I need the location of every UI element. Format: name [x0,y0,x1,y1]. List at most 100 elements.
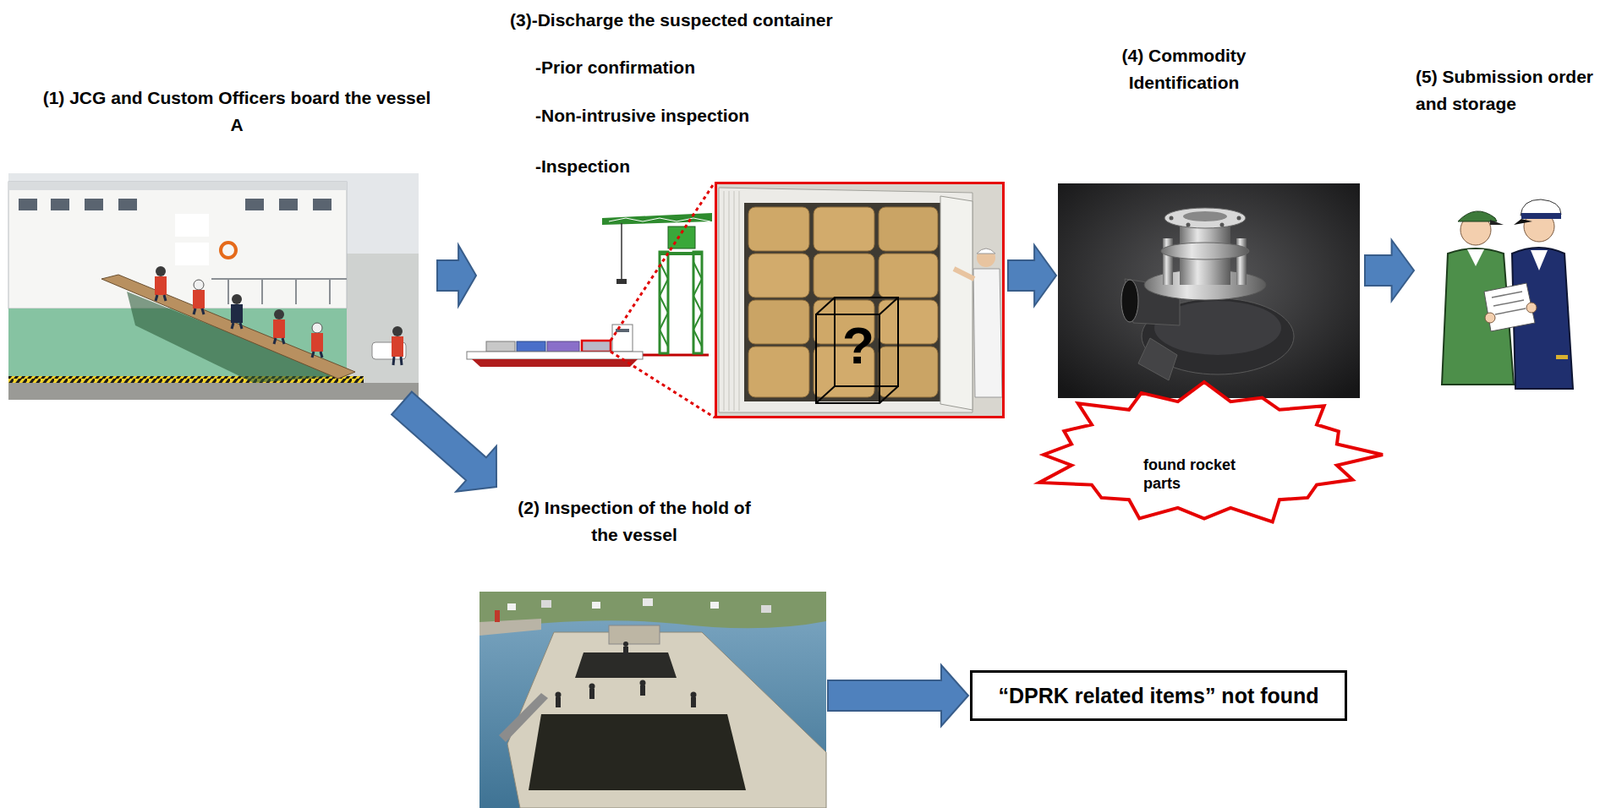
boarding-photo [273,309,285,320]
container-photo [813,207,875,252]
result-box: “DPRK related items” not found [969,670,1348,722]
container-ship-icon [610,351,715,418]
rocket-part-photo [1057,183,1360,399]
starburst-outline [1039,382,1383,523]
boarding-photo [154,276,167,296]
vessel-hold-photo [608,625,660,645]
boarding-photo [154,266,404,366]
rocket-part-photo [1186,223,1191,228]
rocket-part-photo [1183,211,1228,222]
container-photo [748,253,810,298]
vessel-hold-photo [494,610,500,623]
vessel-hold-photo [498,693,548,743]
boarding-photo [312,351,314,358]
container-photo [816,297,835,315]
vessel-hold-photo [589,684,596,691]
container-photo [879,297,899,315]
container-photo [716,183,1004,418]
officers-clipart [1441,199,1573,390]
container-photo [878,253,938,298]
boarding-photo [50,198,70,211]
callout-text: found rocket parts [1143,456,1245,494]
container-ship-icon [602,213,713,225]
container-ship-icon [620,223,623,280]
vessel-hold-photo [479,591,827,808]
label-holder: ? [832,319,884,373]
vessel-hold-photo [591,602,601,609]
question-mark: ? [832,319,884,373]
vessel-hold-photo [575,652,677,679]
container-ship-icon [471,359,638,368]
boarding-photo [220,242,236,258]
boarding-photo [230,304,243,324]
officers-clipart [1457,211,1497,222]
boarding-photo [279,198,298,211]
officers-clipart [1556,355,1568,360]
bullet-text: -Prior confirmation [535,54,874,82]
boarding-photo [311,333,324,352]
boarding-photo [192,290,205,309]
container-photo [878,346,938,398]
boarding-photo [101,274,356,379]
vessel-hold-photo [623,646,629,656]
block-arrow [827,665,969,727]
boarding-photo [193,308,196,315]
step-panel: (3)-Discharge the suspected container-Pr… [477,4,1007,419]
boarding-photo [227,279,230,305]
container-photo [953,268,975,280]
boarding-photo [155,266,166,277]
container-photo [714,181,1005,419]
block-arrow [437,245,477,307]
starburst-callout: found rocket parts [1020,377,1388,531]
container-ship-icon [466,182,715,418]
vessel-hold-photo [528,714,746,791]
container-ship-icon [615,328,630,333]
boarding-photo [392,326,403,337]
boarding-photo [8,173,419,400]
officers-clipart [1521,213,1562,220]
rocket-part-photo [1057,183,1360,399]
container-photo [878,207,938,252]
rocket-part-photo [1121,279,1139,323]
result-text: “DPRK related items” not found [997,683,1320,709]
container-photo [879,386,899,404]
officers-clipart [1490,219,1504,225]
step-heading: (2) Inspection of the hold of the vessel [503,494,766,548]
boarding-photo [8,181,347,191]
boarding-photo [8,181,347,309]
bullet-text: -Inspection [535,153,874,181]
step-heading: (4) Commodity Identification [1082,42,1286,96]
boarding-photo [175,213,209,237]
boarding-photo [391,336,404,357]
container-photo [940,196,973,411]
boarding-photo [261,279,264,305]
rocket-part-photo [1138,338,1178,381]
step-panel: (4) Commodity Identification [1057,40,1364,399]
boarding-photo [84,198,104,211]
boarding-photo [175,242,209,266]
container-ship-icon [612,324,633,352]
officers-clipart [1513,219,1533,225]
vessel-hold-photo [623,641,629,647]
container-photo [748,346,810,398]
container-ship-icon [547,341,580,352]
container-photo [714,181,1005,419]
vessel-hold-photo [507,632,827,808]
boarding-photo [193,279,204,291]
container-photo [723,191,740,411]
boarding-photo [400,356,402,366]
rocket-part-photo [1237,216,1242,221]
vessel-hold-photo [589,689,595,700]
boarding-photo [295,279,297,305]
rocket-part-photo [1220,223,1225,228]
officers-clipart [1467,249,1485,267]
boarding-photo [328,279,331,305]
vessel-hold-photo [555,692,562,699]
vessel-hold-photo [479,619,542,636]
boarding-photo [312,323,323,334]
boarding-photo [118,198,137,211]
vessel-hold-photo [690,697,696,708]
boarding-photo [273,319,285,339]
step-panel: (2) Inspection of the hold of the vessel [479,490,827,808]
